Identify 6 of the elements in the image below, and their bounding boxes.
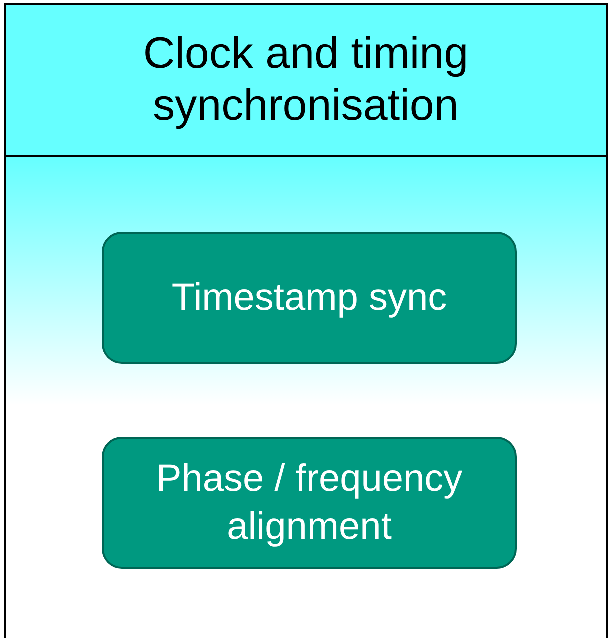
panel-title: Clock and timing synchronisation: [142, 28, 470, 132]
process-box: [102, 437, 517, 569]
box-label: Timestamp sync: [172, 276, 448, 321]
process-box: [102, 232, 517, 364]
box-label: Phase / frequency alignment: [155, 457, 464, 550]
container-panel: [4, 3, 608, 638]
